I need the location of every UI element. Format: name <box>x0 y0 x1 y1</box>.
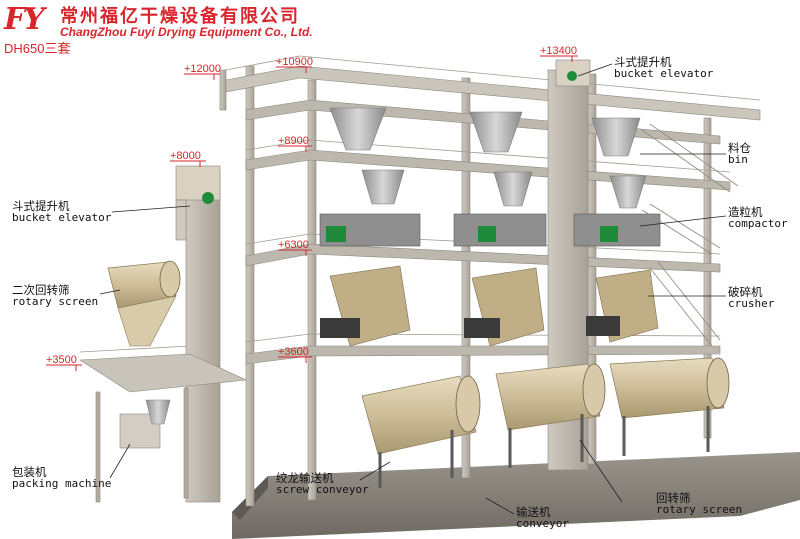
label-screw-conveyor: 绞龙输送机 screw conveyor <box>276 472 369 496</box>
model-label: DH650三套 <box>4 41 71 56</box>
rotary-screen-drum-2 <box>495 363 606 468</box>
label-rotary-screen-cn: 回转筛 <box>656 491 691 505</box>
elevation-13400: +13400 <box>540 45 578 57</box>
bin-unit-1 <box>319 107 421 347</box>
label-bin-cn: 料仓 <box>728 141 751 155</box>
elevation-3500: +3500 <box>46 354 77 366</box>
bin-unit-3 <box>573 117 661 343</box>
label-rotary-screen-secondary-cn: 二次回转筛 <box>12 283 70 297</box>
label-conveyor-en: conveyor <box>516 517 569 530</box>
company-name-cn: 常州福亿干燥设备有限公司 <box>60 6 300 27</box>
label-crusher: 破碎机 crusher <box>728 286 774 310</box>
label-crusher-en: crusher <box>728 297 775 310</box>
rotary-screen-drum-1 <box>361 375 481 488</box>
bin-unit-2 <box>453 111 547 347</box>
staircase <box>641 123 739 347</box>
label-rotary-screen-secondary: 二次回转筛 rotary screen <box>12 284 98 308</box>
elevation-3600: +3600 <box>278 346 309 358</box>
label-screw-conveyor-cn: 绞龙输送机 <box>276 471 334 485</box>
elevation-8900: +8900 <box>278 135 309 147</box>
bucket-elevator-left <box>175 165 221 503</box>
label-crusher-cn: 破碎机 <box>728 285 763 299</box>
elevation-12000: +12000 <box>184 63 222 75</box>
label-bucket-elevator-top-en: bucket elevator <box>614 67 714 80</box>
label-rotary-screen: 回转筛 rotary screen <box>656 492 742 516</box>
elevation-6300: +6300 <box>278 239 309 251</box>
rotary-screen-drum-3 <box>609 357 730 456</box>
label-bin-en: bin <box>728 153 748 166</box>
brand-logo: FY <box>4 2 45 37</box>
elevation-ticks <box>46 55 578 371</box>
elevation-10900: +10900 <box>276 56 314 68</box>
company-name-en: ChangZhou Fuyi Drying Equipment Co., Ltd… <box>60 25 313 39</box>
label-compactor-en: compactor <box>728 217 788 230</box>
label-rotary-screen-secondary-en: rotary screen <box>12 295 99 308</box>
label-packing-machine-en: packing machine <box>12 477 112 490</box>
label-bucket-elevator-top-cn: 斗式提升机 <box>614 55 672 69</box>
rotary-screen-secondary <box>107 260 181 347</box>
label-packing-machine: 包装机 packing machine <box>12 466 111 490</box>
label-screw-conveyor-en: screw conveyor <box>276 483 369 496</box>
label-bucket-elevator-left-en: bucket elevator <box>12 211 112 224</box>
label-conveyor: 输送机 conveyor <box>516 506 569 530</box>
label-compactor: 造粒机 compactor <box>728 206 788 230</box>
label-bin: 料仓 bin <box>728 142 751 166</box>
label-bucket-elevator-top: 斗式提升机 bucket elevator <box>614 56 713 80</box>
label-packing-machine-cn: 包装机 <box>12 465 47 479</box>
main-structure <box>219 65 712 507</box>
label-bucket-elevator-left: 斗式提升机 bucket elevator <box>12 200 111 224</box>
label-compactor-cn: 造粒机 <box>728 205 763 219</box>
packing-platform <box>79 353 248 503</box>
leader-lines <box>99 63 727 515</box>
label-rotary-screen-en: rotary screen <box>656 503 743 516</box>
label-conveyor-cn: 输送机 <box>516 505 551 519</box>
elevation-8000: +8000 <box>170 150 201 162</box>
label-bucket-elevator-left-cn: 斗式提升机 <box>12 199 70 213</box>
